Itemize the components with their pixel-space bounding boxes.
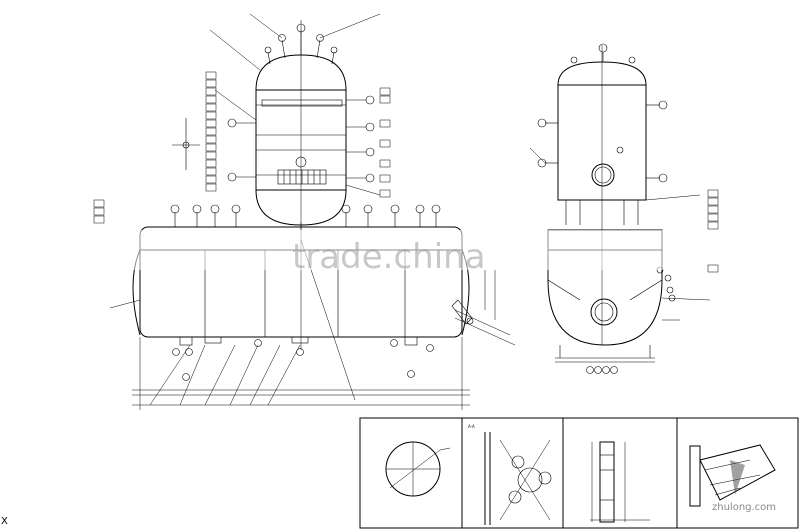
left-callout-column <box>93 71 391 224</box>
detail-panels: A-A <box>359 417 799 529</box>
bottom-nozzles <box>172 339 434 381</box>
corner-mark: X <box>1 516 8 527</box>
watermark: trade.china <box>100 230 700 277</box>
top-nozzles <box>170 204 441 227</box>
detail-panel-1 <box>385 441 451 497</box>
dimension-lines <box>132 270 496 410</box>
watermark-text: trade.china <box>292 237 486 277</box>
detail-panel-2-title: A-A <box>468 424 475 429</box>
side-view <box>529 43 719 374</box>
detail-panel-2: A-A <box>468 424 552 525</box>
vertical-vessel <box>172 13 381 230</box>
detail-panel-3 <box>590 441 650 523</box>
detail-panel-4 <box>689 444 776 507</box>
secondary-watermark: zhulong.com <box>712 502 776 513</box>
